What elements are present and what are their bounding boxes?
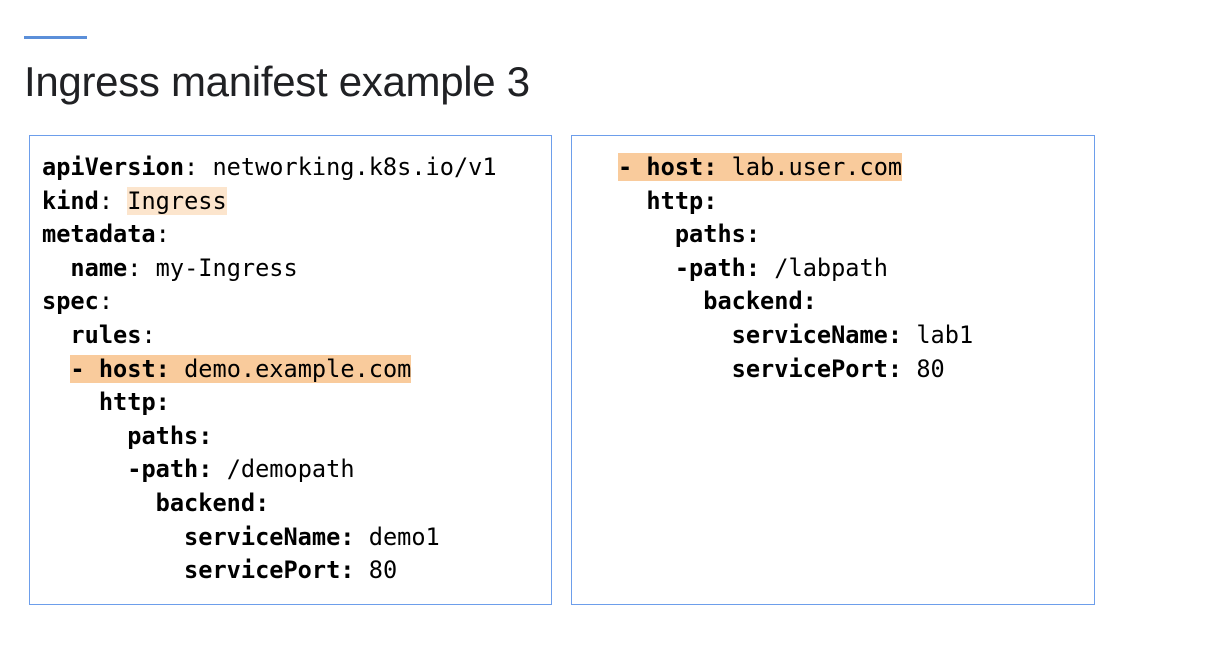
code-box-right: - host: lab.user.com http: paths: -path:…: [571, 135, 1095, 605]
yaml-value: 80: [916, 354, 945, 383]
code-line: http:: [618, 185, 973, 219]
yaml-key: - host:: [618, 153, 718, 181]
yaml-value: 80: [368, 556, 398, 585]
yaml-key: servicePort:: [731, 354, 903, 383]
code-line: paths:: [42, 420, 497, 454]
code-line: rules:: [42, 319, 497, 353]
title-accent-bar: [24, 36, 87, 39]
yaml-key: paths:: [127, 421, 213, 450]
yaml-key: -path:: [674, 253, 761, 282]
code-line: paths:: [618, 218, 973, 252]
yaml-key: backend:: [155, 488, 270, 517]
code-line-content: apiVersion: networking.k8s.io/v1: [42, 153, 497, 181]
highlighted-host-rule: - host: demo.example.com: [70, 354, 412, 383]
yaml-value: lab.user.com: [731, 153, 903, 181]
code-line: -path: /demopath: [42, 453, 497, 487]
code-line: kind: Ingress: [42, 185, 497, 219]
yaml-key: apiVersion: [42, 153, 185, 181]
code-line-content: -path: /labpath: [675, 254, 888, 282]
code-line: servicePort: 80: [42, 554, 497, 588]
code-line-content: kind: Ingress: [42, 186, 227, 215]
code-line-content: servicePort: 80: [732, 355, 945, 383]
yaml-value: demo.example.com: [184, 354, 412, 383]
code-line-content: serviceName: demo1: [184, 523, 440, 551]
yaml-key: paths:: [674, 220, 761, 249]
code-line-content: paths:: [127, 422, 212, 450]
highlighted-host-rule: - host: lab.user.com: [618, 153, 903, 181]
yaml-key: metadata: [42, 220, 156, 249]
code-lines-left: apiVersion: networking.k8s.io/v1 kind: In…: [42, 151, 497, 588]
yaml-value: lab1: [916, 320, 974, 349]
code-line-content: paths:: [675, 220, 760, 248]
code-line-content: backend:: [156, 489, 270, 517]
code-line: serviceName: lab1: [618, 319, 974, 353]
yaml-key: kind: [42, 186, 99, 215]
code-line-content: serviceName: lab1: [732, 321, 974, 349]
code-line-content: name: my-Ingress: [70, 253, 298, 282]
yaml-key: spec: [42, 287, 99, 316]
yaml-key: name: [70, 253, 128, 282]
yaml-value: demo1: [368, 522, 440, 551]
yaml-key: backend:: [703, 287, 817, 316]
yaml-value: /demopath: [226, 455, 355, 484]
code-line-content: metadata:: [42, 220, 170, 249]
code-box-left: apiVersion: networking.k8s.io/v1 kind: In…: [29, 135, 552, 605]
code-line: http:: [42, 386, 497, 420]
slide-title: Ingress manifest example 3: [24, 58, 530, 105]
code-line: -path: /labpath: [618, 252, 973, 286]
yaml-value: networking.k8s.io/v1: [212, 153, 497, 181]
code-line: backend:: [42, 487, 497, 521]
code-line-content: -path: /demopath: [127, 455, 354, 483]
code-line: backend:: [618, 285, 973, 319]
code-line: name: my-Ingress: [42, 252, 497, 286]
yaml-key: - host:: [70, 354, 170, 383]
code-line-content: servicePort: 80: [184, 556, 397, 584]
yaml-key: servicePort:: [184, 556, 355, 585]
yaml-value: my-Ingress: [155, 253, 298, 282]
code-line-content: rules:: [70, 320, 156, 349]
yaml-value: /labpath: [774, 253, 888, 282]
code-line-content: spec:: [42, 287, 114, 316]
code-line: spec:: [42, 285, 497, 319]
yaml-key: rules: [70, 320, 142, 349]
yaml-key: serviceName:: [731, 320, 903, 349]
yaml-value: Ingress: [127, 186, 227, 215]
code-line: - host: lab.user.com: [618, 151, 973, 185]
code-lines-right: - host: lab.user.com http: paths: -path:…: [618, 151, 973, 386]
yaml-key: http:: [646, 186, 718, 215]
code-line-content: backend:: [703, 287, 817, 315]
yaml-key: -path:: [127, 455, 213, 484]
code-line: metadata:: [42, 218, 497, 252]
code-line: apiVersion: networking.k8s.io/v1: [42, 151, 497, 185]
code-line: - host: demo.example.com: [42, 353, 497, 387]
yaml-key: http:: [98, 388, 170, 417]
code-line: servicePort: 80: [618, 353, 973, 387]
code-line-content: http:: [646, 187, 717, 215]
yaml-key: serviceName:: [184, 522, 355, 551]
code-line-content: http:: [99, 388, 170, 416]
code-line: serviceName: demo1: [42, 521, 497, 555]
